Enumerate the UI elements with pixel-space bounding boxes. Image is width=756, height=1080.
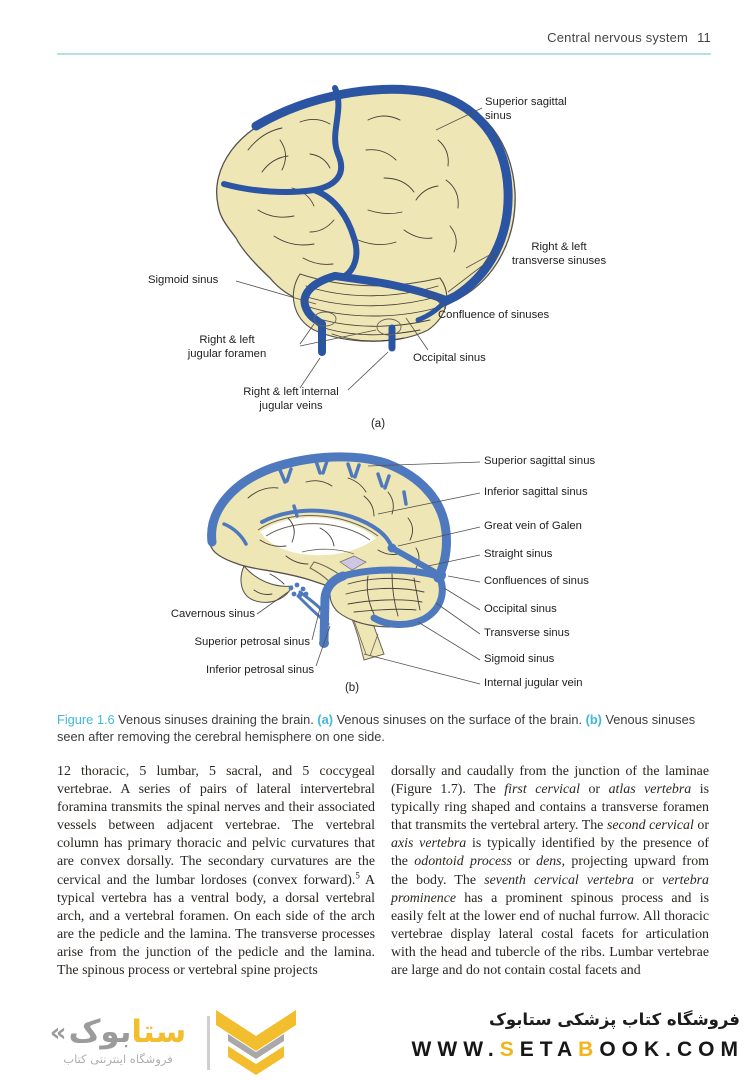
wordmark-gray-part: بوک	[68, 1014, 132, 1050]
body-right-column: dorsally and caudally from the junction …	[391, 764, 709, 979]
diagram-a-label-jugular-foramen: Right & left jugular foramen	[187, 334, 267, 360]
figure-caption: Figure 1.6 Venous sinuses draining the b…	[57, 711, 705, 745]
wordmark-yellow-part: ستا	[131, 1014, 187, 1050]
body-left-column: 12 thoracic, 5 lumbar, 5 sacral, and 5 c…	[57, 764, 375, 979]
figure-caption-number: Figure 1.6	[57, 712, 115, 727]
brain-lateral-illustration	[216, 84, 516, 391]
cavernous-sinus-dots	[288, 582, 309, 598]
diagram-a-label-occipital-sinus: Occipital sinus	[413, 352, 486, 364]
logo-tagline: فروشگاه اینترنتی کتاب	[63, 1052, 173, 1066]
wordmark-guillemet: «	[49, 1018, 67, 1048]
diagram-b-label-transverse-sinus: Transverse sinus	[484, 627, 570, 639]
header-title: Central nervous system	[547, 30, 689, 45]
footer-store-name: فروشگاه کتاب پزشکی ستابوک	[489, 1010, 740, 1029]
body-text: 12 thoracic, 5 lumbar, 5 sacral, and 5 c…	[57, 763, 709, 998]
logo-divider	[207, 1016, 210, 1070]
footer-url: WWW.SETABOOK.COM	[411, 1038, 744, 1061]
diagram-b-label-occipital-sinus: Occipital sinus	[484, 603, 557, 615]
setabook-wordmark: « بوک ستا	[30, 1008, 206, 1052]
diagram-b-sublabel: (b)	[344, 682, 360, 694]
diagram-b-label-confluences-of-sinus: Confluences of sinus	[484, 575, 589, 587]
page-header: Central nervous system 11	[57, 30, 711, 45]
diagram-b-label-internal-jugular-vein: Internal jugular vein	[484, 677, 583, 689]
diagram-a-label-sigmoid-sinus: Sigmoid sinus	[148, 274, 219, 286]
figure-1-6-diagram-a: Superior sagittal sinus Right & left tra…	[48, 80, 708, 440]
diagram-b-label-great-vein-of-galen: Great vein of Galen	[484, 520, 582, 532]
diagram-a-label-confluence-of-sinuses: Confluence of sinuses	[438, 309, 550, 321]
diagram-b-label-superior-petrosal-sinus: Superior petrosal sinus	[194, 636, 310, 648]
diagram-b-label-cavernous-sinus: Cavernous sinus	[170, 608, 255, 620]
header-rule	[57, 53, 711, 55]
diagram-b-label-superior-sagittal-sinus: Superior sagittal sinus	[484, 455, 596, 467]
diagram-a-label-superior-sagittal-sinus: Superior sagittal sinus	[485, 96, 567, 122]
diagram-b-label-inferior-petrosal-sinus: Inferior petrosal sinus	[206, 664, 314, 676]
brain-midsagittal-illustration	[207, 452, 481, 685]
page-number: 11	[697, 30, 711, 45]
diagram-b-label-inferior-sagittal-sinus: Inferior sagittal sinus	[484, 486, 588, 498]
diagram-a-sublabel: (a)	[370, 418, 386, 430]
setabook-chevron-icon	[216, 1010, 296, 1075]
figure-caption-text: Venous sinuses draining the brain. (a) V…	[57, 712, 696, 744]
figure-1-6-diagram-b: Superior sagittal sinus Inferior sagitta…	[48, 448, 708, 706]
diagram-b-label-sigmoid-sinus: Sigmoid sinus	[484, 653, 555, 665]
diagram-b-label-straight-sinus: Straight sinus	[484, 548, 553, 560]
diagram-a-label-transverse-sinuses: Right & left transverse sinuses	[511, 241, 607, 267]
diagram-a-label-internal-jugular-veins: Right & left internal jugular veins	[243, 386, 339, 412]
